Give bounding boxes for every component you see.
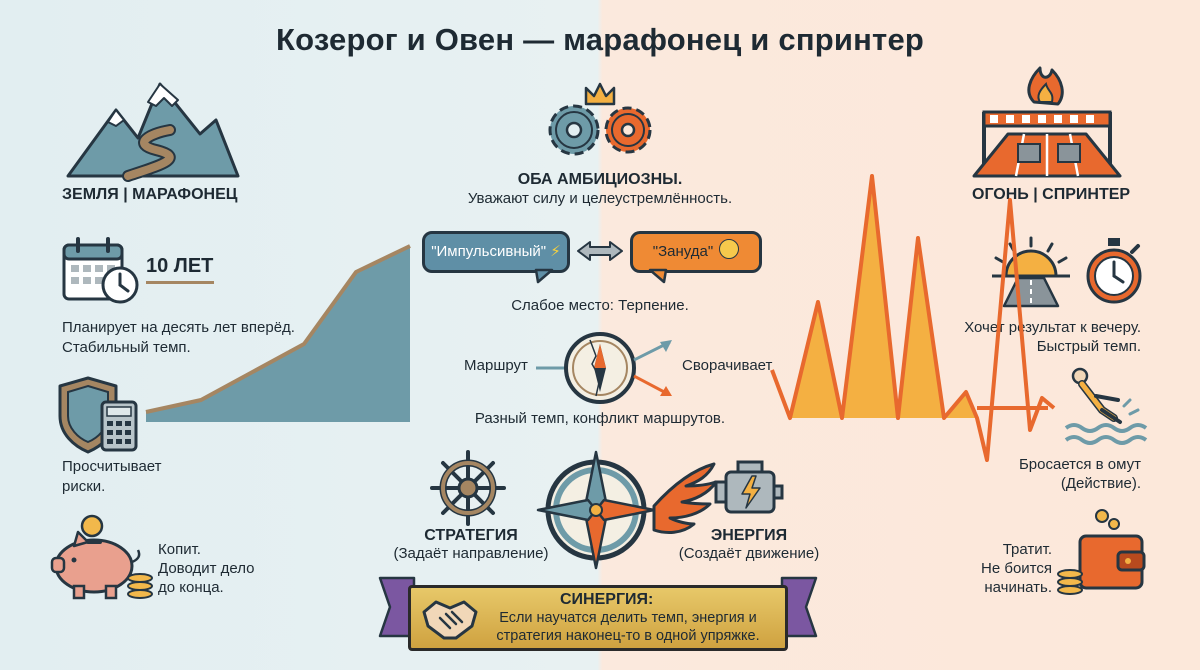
calendar-clock-icon xyxy=(62,237,139,304)
wallet-icon xyxy=(1057,509,1146,595)
page-title: Козерог и Овен — марафонец и спринтер xyxy=(275,22,925,57)
dive-text-1: Бросается в омут xyxy=(1018,456,1141,473)
synergy-text-1: Если научатся делить темп, энергия и xyxy=(499,610,757,626)
stopwatch-icon xyxy=(1086,238,1142,304)
shield-calculator-icon xyxy=(58,376,138,454)
mountain-icon xyxy=(66,82,240,182)
save-text-2: Доводит дело xyxy=(158,560,255,577)
lightning-icon: ⚡ xyxy=(546,243,561,260)
route-caption: Разный темп, конфликт маршрутов. xyxy=(474,410,726,427)
bubble-impulsive: "Импульсивный" ⚡ xyxy=(422,231,570,273)
compass-icon xyxy=(536,332,672,404)
spend-text-2: Не боится xyxy=(981,560,1052,577)
finish-line-fire-icon xyxy=(972,66,1122,178)
weak-point-text: Слабое место: Терпение. xyxy=(511,297,689,314)
strategy-text: (Задаёт направление) xyxy=(393,545,549,562)
sleepy-face-icon xyxy=(719,239,740,259)
result-text-2: Быстрый темп. xyxy=(1036,338,1141,355)
ambition-title: ОБА АМБИЦИОЗНЫ. xyxy=(517,171,683,188)
energy-title: ЭНЕРГИЯ xyxy=(710,527,788,544)
route-right-label: Сворачивает xyxy=(682,357,773,374)
double-arrow-icon xyxy=(577,241,623,261)
steady-growth-graph xyxy=(145,244,411,422)
risk-text-1: Просчитывает xyxy=(62,458,162,475)
result-text-1: Хочет результат к вечеру. xyxy=(964,319,1141,336)
bubble-bore-tail xyxy=(648,268,668,284)
winged-compass-icon xyxy=(536,450,718,570)
bubble-bore: "Зануда" xyxy=(630,231,762,273)
heartbeat-graph xyxy=(770,174,1056,462)
strategy-title: СТРАТЕГИЯ xyxy=(424,527,518,544)
route-left-label: Маршрут xyxy=(464,357,528,374)
engine-icon xyxy=(714,460,784,514)
banner-ribbon-left xyxy=(378,576,416,638)
save-text-1: Копит. xyxy=(158,541,201,558)
ship-wheel-icon xyxy=(430,450,506,526)
synergy-title: СИНЕРГИЯ: xyxy=(560,591,654,608)
gears-crown-icon xyxy=(548,82,652,156)
years-badge: 10 ЛЕТ xyxy=(146,255,214,277)
risk-text-2: риски. xyxy=(62,478,106,495)
spend-text-1: Тратит. xyxy=(1002,541,1052,558)
handshake-icon xyxy=(422,600,478,640)
energy-text: (Создаёт движение) xyxy=(678,545,820,562)
plan-text-1: Планирует на десять лет вперёд. xyxy=(62,319,295,336)
plan-text-2: Стабильный темп. xyxy=(62,339,191,356)
dive-text-2: (Действие). xyxy=(1060,475,1141,492)
ambition-text: Уважают силу и целеустремлённость. xyxy=(467,190,733,207)
piggy-bank-icon xyxy=(50,514,153,600)
years-underline xyxy=(146,281,214,284)
spend-text-3: начинать. xyxy=(984,579,1052,596)
left-header: ЗЕМЛЯ | МАРАФОНЕЦ xyxy=(62,186,238,203)
diver-icon xyxy=(1064,367,1148,445)
synergy-banner xyxy=(408,585,788,651)
bubble-impulsive-tail xyxy=(534,268,554,284)
synergy-text-2: стратегия наконец-то в одной упряжке. xyxy=(496,628,760,644)
save-text-3: до конца. xyxy=(158,579,224,596)
